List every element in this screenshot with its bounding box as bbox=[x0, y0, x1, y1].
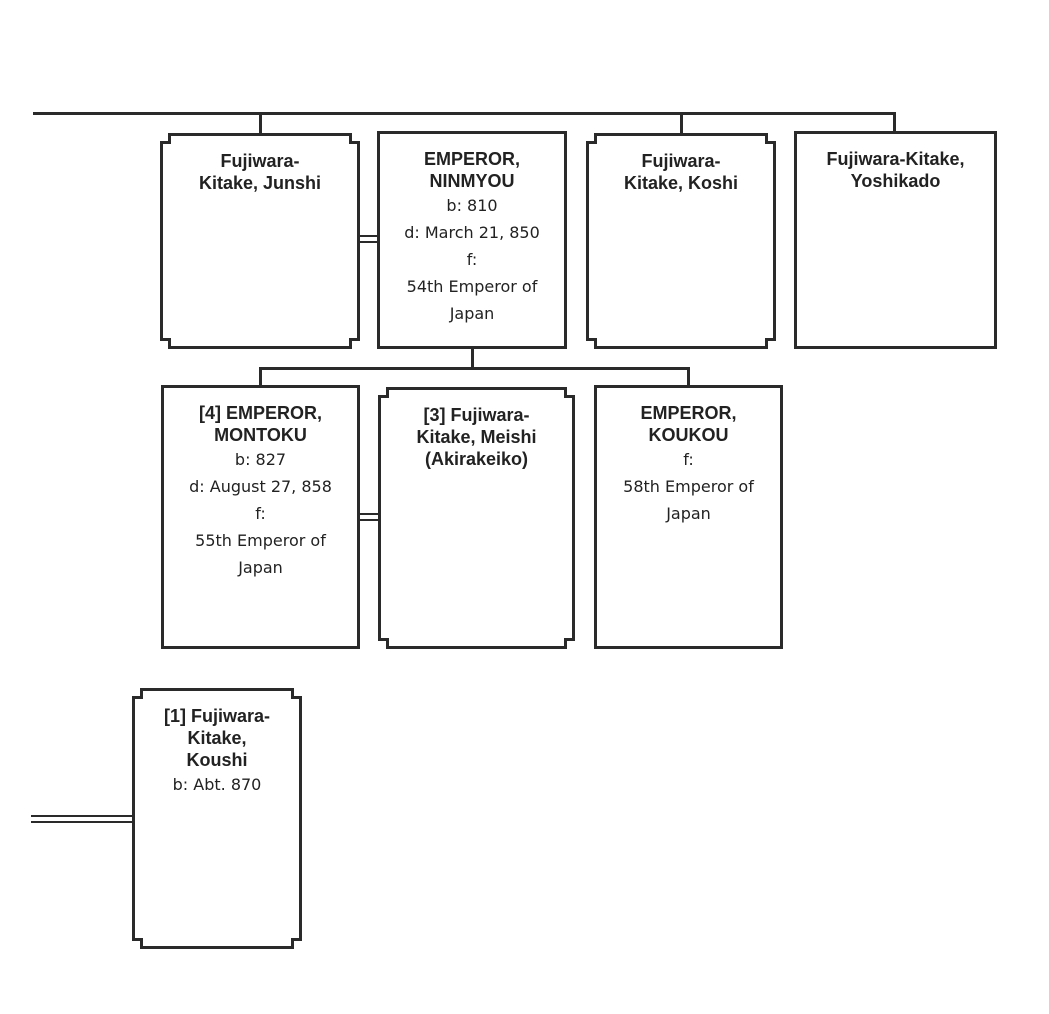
person-box-koshi[interactable]: Fujiwara- Kitake, Koshi bbox=[586, 133, 776, 349]
corner-notch bbox=[349, 338, 360, 349]
top-sibling-line bbox=[33, 112, 895, 115]
person-name: EMPEROR, KOUKOU bbox=[640, 403, 737, 445]
spouse-line-upper-koushi bbox=[31, 815, 134, 817]
person-box-junshi[interactable]: Fujiwara- Kitake, Junshi bbox=[160, 133, 360, 349]
corner-notch bbox=[291, 938, 302, 949]
drop-line-koshi bbox=[680, 112, 683, 134]
person-details: b: 827 d: August 27, 858 f: 55th Emperor… bbox=[189, 450, 332, 577]
children-stem-line bbox=[471, 347, 474, 369]
corner-notch bbox=[564, 387, 575, 398]
person-details: b: Abt. 870 bbox=[172, 775, 262, 794]
person-box-montoku[interactable]: [4] EMPEROR, MONTOKU b: 827 d: August 27… bbox=[161, 385, 360, 649]
marriage-line-upper-2 bbox=[357, 513, 379, 515]
corner-notch bbox=[160, 338, 171, 349]
corner-notch bbox=[564, 638, 575, 649]
marriage-line-lower-2 bbox=[357, 519, 379, 521]
person-box-yoshikado[interactable]: Fujiwara-Kitake, Yoshikado bbox=[794, 131, 997, 349]
corner-notch bbox=[586, 133, 597, 144]
person-name: Fujiwara-Kitake, Yoshikado bbox=[826, 149, 965, 191]
drop-line-yoshikado bbox=[893, 112, 896, 134]
person-box-koushi[interactable]: [1] Fujiwara- Kitake, Koushi b: Abt. 870 bbox=[132, 688, 302, 949]
marriage-line-lower bbox=[358, 241, 378, 243]
corner-notch bbox=[291, 688, 302, 699]
corner-notch bbox=[378, 638, 389, 649]
person-box-meishi[interactable]: [3] Fujiwara- Kitake, Meishi (Akirakeiko… bbox=[378, 387, 575, 649]
drop-line-koukou bbox=[687, 367, 690, 387]
person-name: [1] Fujiwara- Kitake, Koushi bbox=[163, 706, 270, 770]
children-sibling-line bbox=[259, 367, 690, 370]
corner-notch bbox=[132, 938, 143, 949]
person-box-ninmyou[interactable]: EMPEROR, NINMYOU b: 810 d: March 21, 850… bbox=[377, 131, 567, 349]
corner-notch bbox=[132, 688, 143, 699]
corner-notch bbox=[378, 387, 389, 398]
spouse-line-lower-koushi bbox=[31, 821, 134, 823]
person-box-koukou[interactable]: EMPEROR, KOUKOU f: 58th Emperor of Japan bbox=[594, 385, 783, 649]
person-details: b: 810 d: March 21, 850 f: 54th Emperor … bbox=[404, 196, 540, 323]
corner-notch bbox=[765, 133, 776, 144]
corner-notch bbox=[160, 133, 171, 144]
corner-notch bbox=[349, 133, 360, 144]
person-details: f: 58th Emperor of Japan bbox=[623, 450, 754, 523]
person-name: [4] EMPEROR, MONTOKU bbox=[198, 403, 322, 445]
marriage-line-upper bbox=[358, 235, 378, 237]
drop-line-montoku bbox=[259, 367, 262, 387]
person-name: [3] Fujiwara- Kitake, Meishi (Akirakeiko… bbox=[416, 405, 537, 469]
corner-notch bbox=[586, 338, 597, 349]
drop-line-junshi bbox=[259, 112, 262, 134]
person-name: Fujiwara- Kitake, Junshi bbox=[198, 151, 322, 193]
person-name: Fujiwara- Kitake, Koshi bbox=[623, 151, 739, 193]
person-name: EMPEROR, NINMYOU bbox=[423, 149, 520, 191]
corner-notch bbox=[765, 338, 776, 349]
